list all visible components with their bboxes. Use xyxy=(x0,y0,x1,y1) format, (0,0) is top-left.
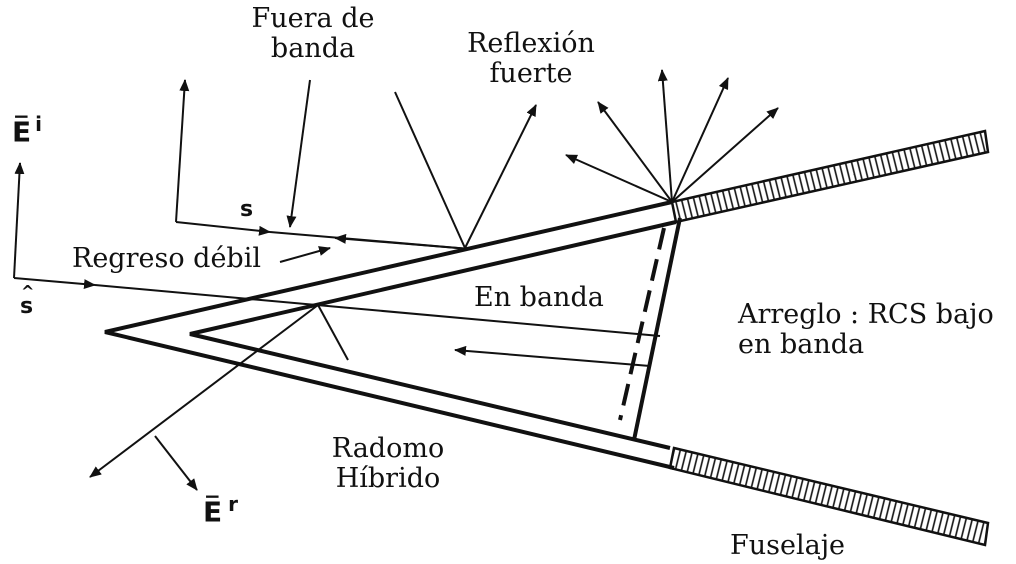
scatter-arrow-1 xyxy=(565,154,673,203)
label-fuselage: Fuselaje xyxy=(730,530,846,561)
symbol-s-hat: ^ s xyxy=(20,282,35,319)
scatter-arrow-5 xyxy=(671,107,779,203)
radome-normal-lower xyxy=(317,304,349,361)
symbol-e-reflected-sup: r xyxy=(228,492,239,516)
label-out-of-band: Fuera de banda xyxy=(238,4,388,64)
radome-inner-wall xyxy=(189,220,677,450)
label-weak-return: Regreso débil xyxy=(72,243,261,274)
label-strong-reflection-line2: fuerte xyxy=(489,58,573,89)
label-in-band: En banda xyxy=(474,282,604,313)
weak-return-back-arrow xyxy=(334,233,471,250)
label-hybrid-radome: Radomo Híbrido xyxy=(318,434,458,494)
incident-direction-arrow xyxy=(13,277,96,290)
symbol-e-reflected-base: E xyxy=(203,495,223,529)
out-of-band-pointer xyxy=(286,79,311,228)
incident-ray xyxy=(94,284,661,337)
symbol-e-incident-sup: i xyxy=(35,112,42,136)
fuselage-upper xyxy=(670,129,990,224)
reflected-ray xyxy=(89,304,319,478)
symbol-s-hat-base: s xyxy=(20,294,34,319)
label-strong-reflection-line1: Reflexión xyxy=(467,28,595,59)
scatter-arrow-2 xyxy=(597,101,673,203)
label-array-line2: en banda xyxy=(738,329,865,360)
weak-return-pointer xyxy=(279,246,331,263)
reflection-normal xyxy=(394,91,466,249)
scatter-arrow-3 xyxy=(657,69,673,203)
label-out-of-band-line2: banda xyxy=(270,33,356,64)
reflected-e-field-arrow xyxy=(154,435,198,491)
label-strong-reflection: Reflexión fuerte xyxy=(456,29,606,89)
label-out-of-band-line1: Fuera de xyxy=(251,3,375,34)
antenna-array-dashed xyxy=(618,227,666,421)
weak-return-e-arrow xyxy=(175,79,190,223)
radome-outer-wall xyxy=(104,200,675,470)
fuselage-lower xyxy=(668,446,990,547)
scatter-arrow-4 xyxy=(671,77,729,203)
in-band-arrow xyxy=(454,345,651,367)
incident-e-field-arrow xyxy=(13,162,25,279)
label-hybrid-radome-line1: Radomo xyxy=(331,433,445,464)
label-array-line1: Arreglo : RCS bajo xyxy=(738,299,994,330)
strong-reflection-arrow xyxy=(464,104,537,249)
label-hybrid-radome-line2: Híbrido xyxy=(335,463,441,494)
symbol-s: s xyxy=(240,197,254,222)
antenna-array xyxy=(632,217,682,441)
weak-return-s-arrow xyxy=(175,221,271,236)
label-array-low-rcs: Arreglo : RCS bajo en banda xyxy=(738,300,994,360)
symbol-e-incident-base: E xyxy=(12,115,32,149)
